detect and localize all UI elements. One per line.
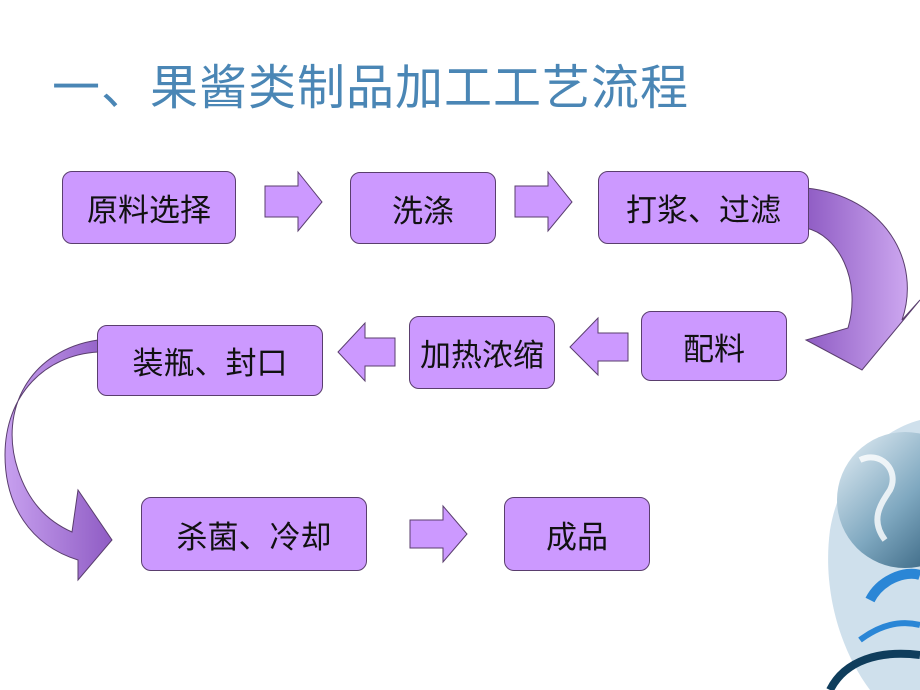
page-title: 一、果酱类制品加工工艺流程	[52, 60, 690, 116]
curved-arrow-right	[804, 187, 920, 371]
arrow-right-3	[409, 504, 468, 564]
step-sterilization-cooling: 杀菌、冷却	[141, 497, 367, 571]
step-pulping-filtering: 打浆、过滤	[598, 171, 809, 244]
arrow-right-1	[264, 170, 323, 233]
arrow-left-1	[569, 316, 629, 377]
step-raw-material-selection: 原料选择	[62, 171, 236, 244]
step-ingredients: 配料	[641, 311, 787, 381]
arrow-right-2	[514, 170, 573, 233]
step-finished-product: 成品	[504, 497, 650, 571]
arrow-left-2	[337, 321, 396, 383]
curved-arrow-left	[4, 339, 113, 582]
step-washing: 洗涤	[350, 172, 496, 244]
step-heating-concentration: 加热浓缩	[409, 316, 555, 389]
step-bottling-sealing: 装瓶、封口	[97, 325, 323, 396]
decorative-globe-graphic	[826, 420, 920, 690]
